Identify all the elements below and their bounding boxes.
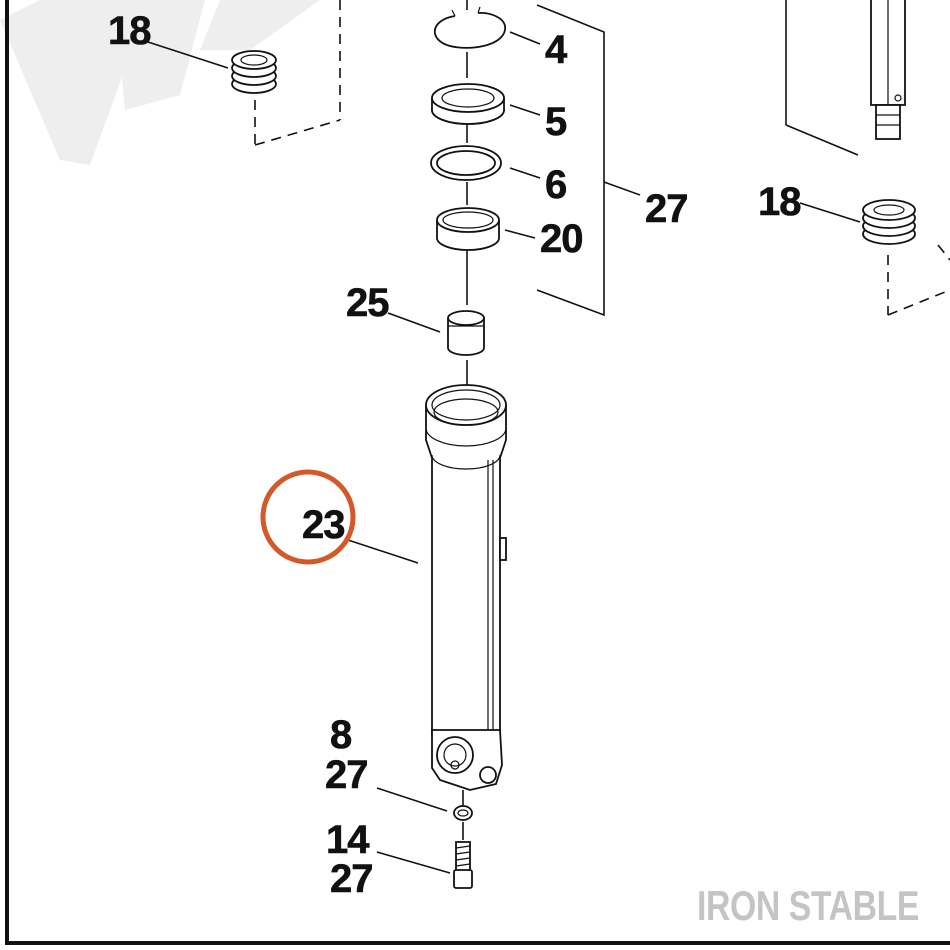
callout-14: 14	[326, 818, 370, 862]
snap-ring-4	[433, 6, 541, 49]
o-ring-8	[376, 787, 473, 821]
callout-18-right: 18	[758, 180, 801, 224]
kit-bracket-27	[536, 4, 641, 317]
callout-4: 4	[545, 28, 568, 72]
spring-18-right	[799, 199, 950, 316]
page-frame	[5, 0, 950, 945]
callout-23: 23	[302, 503, 345, 547]
seal-5	[431, 83, 541, 125]
callout-27-screw: 27	[330, 857, 373, 901]
watermark: IRON STABLE	[697, 882, 919, 929]
highlight-circle-23	[260, 469, 356, 565]
callout-18-left: 18	[108, 9, 151, 53]
o-ring-6	[430, 145, 541, 181]
bushing-20	[436, 207, 536, 251]
callout-27-oring: 27	[325, 753, 368, 797]
spring-18-left	[147, 0, 341, 146]
cap-25	[387, 310, 485, 356]
callout-6: 6	[545, 163, 566, 207]
callout-27-bracket: 27	[645, 187, 688, 231]
fork-tube-23	[347, 384, 507, 791]
callout-25: 25	[346, 281, 389, 325]
callout-5: 5	[545, 100, 567, 144]
callout-8: 8	[330, 713, 352, 757]
background-stripes	[0, 0, 320, 165]
callout-20: 20	[540, 217, 583, 261]
shaft-upper-right	[785, 0, 906, 156]
screw-14	[376, 822, 473, 889]
